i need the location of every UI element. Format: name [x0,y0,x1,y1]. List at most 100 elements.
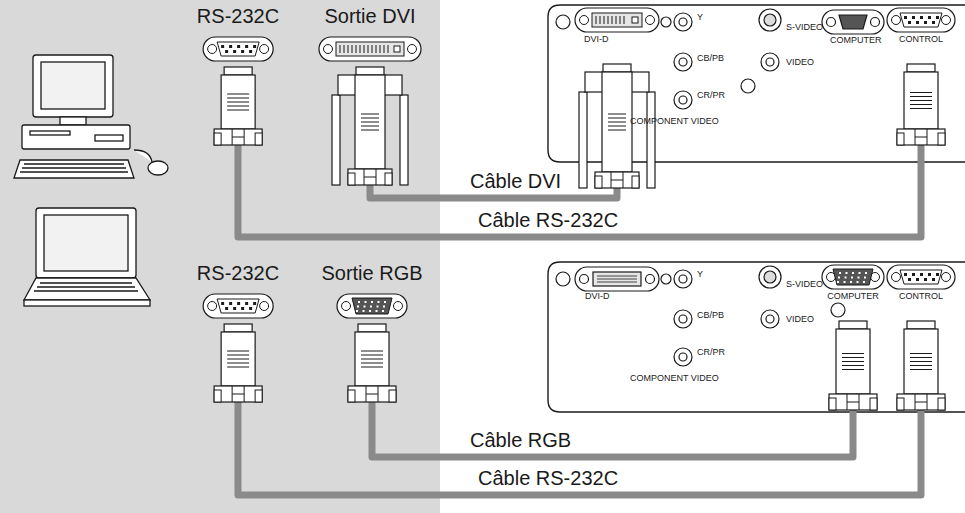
drawing-rect [384,301,386,303]
drawing-rect [221,75,255,129]
drawing-line [348,45,349,53]
drawing-rect [241,50,244,53]
drawing-rect [233,307,236,310]
drawing-rect [916,278,919,281]
drawing-circle [674,270,692,288]
drawing-circle [942,273,951,282]
drawing-line [227,110,249,111]
drawing-circle [646,16,655,25]
drawing-rect [897,133,904,145]
panel-ports [575,10,884,291]
drawing-circle [942,16,951,25]
cable [372,402,853,457]
drawing-circle [674,53,692,71]
drawing-rect [241,307,244,310]
port-label: CR/PR [697,91,725,101]
drawing-rect [887,8,955,32]
drawing-circle [674,13,692,31]
drawing-circle [408,45,417,54]
drawing-rect [838,277,840,279]
drawing-rect [837,281,839,283]
drawing-rect [60,117,86,125]
drawing-circle [207,302,216,311]
drawing-path [900,13,942,27]
drawing-rect [363,310,365,312]
drawing-rect [36,208,136,278]
drawing-rect [41,62,105,109]
drawing-rect [44,215,128,271]
connector-port: COMPUTER [820,265,886,410]
drawing-rect [836,329,870,394]
drawing-circle [580,275,589,284]
drawing-circle [342,302,351,311]
drawing-rect [22,125,130,149]
drawing-rect [229,302,232,305]
drawing-line [361,351,383,352]
drawing-rect [355,332,389,386]
drawing-rect [938,398,945,410]
drawing-rect [632,17,638,23]
drawing-rect [647,92,655,188]
drawing-path [34,283,138,291]
drawing-rect [356,67,384,75]
port-name: RS-232C [194,5,282,27]
drawing-rect [851,277,853,279]
drawing-line [910,365,932,366]
port-name: Sortie DVI [312,5,428,27]
drawing-line [227,351,249,352]
laptop-computer [24,208,150,306]
port-label: COMPUTER [830,36,882,46]
drawing-rect [864,277,866,279]
drawing-rect [938,133,945,145]
drawing-line [361,126,379,127]
drawing-rect [332,95,340,185]
connector-symbol [203,294,273,402]
drawing-rect [358,301,360,303]
drawing-circle [679,275,687,283]
drawing-rect [358,324,386,332]
drawing-rect [595,176,602,188]
drawing-rect [602,72,632,172]
drawing-circle [679,315,687,323]
drawing-circle [674,310,692,328]
drawing-circle [892,16,901,25]
drawing-rect [214,133,221,145]
drawing-circle [556,15,570,29]
drawing-line [227,363,249,364]
drawing-rect [378,301,380,303]
port-label: CONTROL [884,292,958,302]
port-label: Y [697,270,703,280]
drawing-line [842,361,864,362]
drawing-path [14,160,134,178]
drawing-rect [904,273,907,276]
drawing-rect [376,310,378,312]
drawing-line [910,361,932,362]
connector-drawing [820,265,886,410]
drawing-line [356,45,357,53]
drawing-line [361,363,383,364]
drawing-rect [385,173,392,185]
drawing-rect [237,45,240,48]
drawing-rect [857,281,859,283]
drawing-rect [870,398,877,410]
drawing-rect [829,398,836,410]
drawing-line [910,369,932,370]
drawing-circle [674,348,692,366]
drawing-line [616,16,617,24]
drawing-rect [30,131,70,135]
connector-port: Sortie DVI [312,5,428,185]
drawing-rect [214,129,262,145]
cable-label: Câble RS-232C [476,209,620,231]
connector-symbol [887,265,955,410]
drawing-line [361,367,383,368]
drawing-rect [916,21,919,24]
drawing-line [227,106,249,107]
drawing-rect [237,302,240,305]
drawing-rect [356,310,358,312]
drawing-line [361,118,379,119]
drawing-rect [852,272,854,274]
port-label: CB/PB [697,311,724,321]
drawing-line [910,108,932,109]
drawing-rect [221,45,224,48]
drawing-rect [839,272,841,274]
